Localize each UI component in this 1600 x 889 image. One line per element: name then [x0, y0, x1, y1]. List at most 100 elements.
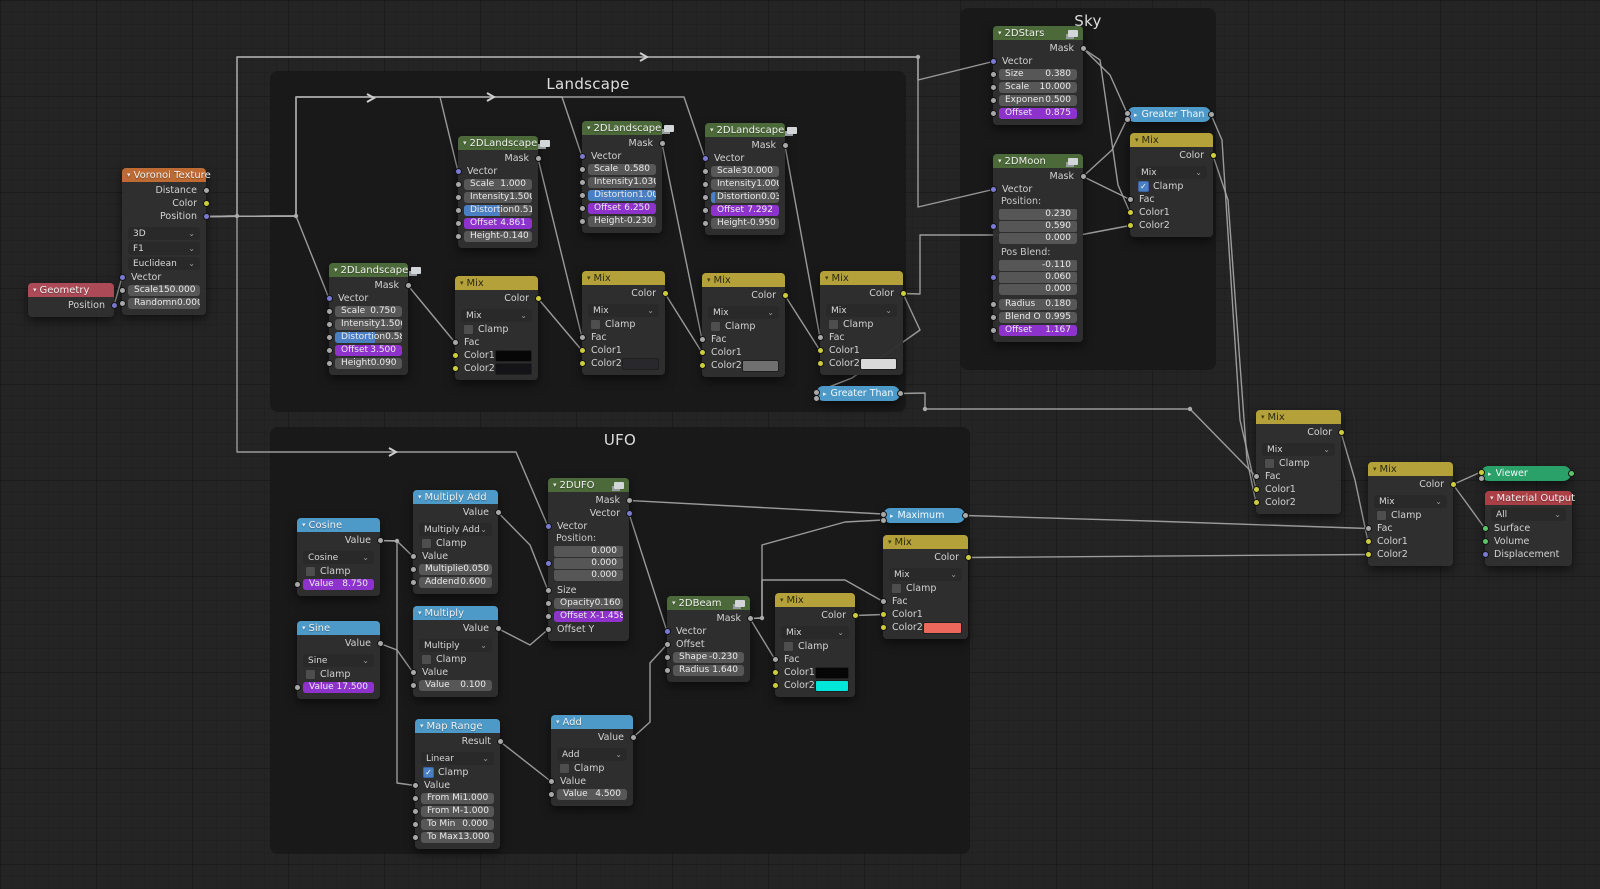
in-multiplier-socket[interactable] [409, 566, 417, 573]
collapse-arrow-icon[interactable]: ▾ [127, 171, 131, 179]
in-color1-socket[interactable] [771, 669, 779, 676]
in1-socket[interactable] [1123, 115, 1131, 123]
node-header[interactable]: ▾Map Range [415, 719, 500, 733]
clamp-checkbox[interactable] [463, 324, 474, 335]
in-vector-socket[interactable] [663, 628, 671, 635]
in-size-socket[interactable] [989, 71, 997, 78]
in-offset-socket[interactable] [325, 347, 333, 354]
node-gt2[interactable]: ▸Greater Than [1123, 107, 1215, 123]
in-value-socket[interactable] [293, 581, 301, 588]
node-header[interactable]: ▾Geometry [28, 283, 114, 297]
collapse-arrow-icon[interactable]: ▾ [1490, 494, 1494, 502]
node-header[interactable]: ▾Mix [455, 276, 538, 290]
in-randomness-socket[interactable] [118, 300, 126, 307]
operation-dropdown[interactable]: Multiply⌄ [419, 639, 492, 652]
collapse-arrow-icon[interactable]: ▾ [707, 276, 711, 284]
color-swatch[interactable] [859, 357, 897, 370]
in-color2-socket[interactable] [879, 624, 887, 631]
in-color2-socket[interactable] [1126, 222, 1134, 229]
operation-dropdown[interactable]: Sine⌄ [303, 654, 374, 667]
in-height-slider[interactable]: Height-0.140 [464, 231, 532, 242]
color-swatch[interactable] [922, 621, 962, 634]
in-pos-blend-socket[interactable] [989, 274, 997, 281]
out-mask-socket[interactable] [1079, 173, 1087, 180]
blend-mode-dropdown[interactable]: Mix⌄ [1136, 166, 1207, 179]
color-swatch[interactable] [741, 359, 779, 372]
blend-mode-dropdown[interactable]: Mix⌄ [708, 306, 779, 319]
in-fac-socket[interactable] [1252, 473, 1260, 480]
in-from-min-socket[interactable] [411, 795, 419, 802]
node-header[interactable]: ▾2DLandscape [705, 123, 798, 137]
vector-value-field[interactable]: 0.000 [554, 546, 623, 557]
in-offset-x-slider[interactable]: Offset X-1.458 [554, 611, 623, 622]
in-offset-socket[interactable] [663, 641, 671, 648]
out-mask-socket[interactable] [781, 142, 789, 149]
out-vector-socket[interactable] [625, 510, 633, 517]
in-blend-socket[interactable] [989, 314, 997, 321]
collapse-arrow-icon[interactable]: ▾ [418, 493, 422, 501]
clamp-checkbox[interactable] [421, 538, 432, 549]
vector-value-field[interactable]: 0.000 [554, 570, 623, 581]
node-gt1[interactable]: ▸Greater Than [812, 386, 904, 402]
collapse-arrow-icon[interactable]: ▾ [556, 718, 560, 726]
in-vector-socket[interactable] [701, 155, 709, 162]
in-vector-socket[interactable] [544, 523, 552, 530]
in-vector-socket[interactable] [325, 295, 333, 302]
vector-value-field[interactable]: 0.590 [999, 221, 1077, 232]
in-intensity-socket[interactable] [701, 181, 709, 188]
out-color-socket[interactable] [1337, 429, 1345, 436]
blend-mode-dropdown[interactable]: Mix⌄ [588, 304, 659, 317]
in-color2-socket[interactable] [451, 365, 459, 372]
node-header[interactable]: ▾2DLandscape [458, 136, 551, 150]
in-scale-socket[interactable] [578, 166, 586, 173]
in-offset-socket[interactable] [989, 327, 997, 334]
in-radius-socket[interactable] [663, 667, 671, 674]
node-header[interactable]: ▾Material Output [1485, 491, 1575, 505]
clamp-checkbox[interactable] [710, 321, 721, 332]
vector-value-field[interactable]: 0.230 [999, 209, 1077, 220]
in-offset-socket[interactable] [701, 207, 709, 214]
collapse-arrow-icon[interactable]: ▾ [587, 274, 591, 282]
clamp-checkbox[interactable]: ✓ [1138, 181, 1149, 192]
out-color-socket[interactable] [661, 290, 669, 297]
operation-dropdown[interactable]: Multiply Add⌄ [419, 523, 492, 536]
in-color2-socket[interactable] [771, 682, 779, 689]
node-header[interactable]: ▾Mix [1368, 462, 1453, 476]
node-header[interactable]: ▾Cosine [297, 518, 380, 532]
collapse-arrow-icon[interactable]: ▾ [672, 599, 676, 607]
in-scale-socket[interactable] [325, 308, 333, 315]
in-distortion-socket[interactable] [578, 192, 586, 199]
clamp-checkbox[interactable] [783, 641, 794, 652]
clamp-checkbox[interactable] [1376, 510, 1387, 521]
out-mask-socket[interactable] [1079, 45, 1087, 52]
color-swatch[interactable] [621, 357, 659, 370]
in-vector-socket[interactable] [118, 274, 126, 281]
in-color2-socket[interactable] [816, 360, 824, 367]
node-header[interactable]: ▾2DBeam [667, 596, 750, 610]
in-scale-socket[interactable] [701, 168, 709, 175]
in-value-socket[interactable] [409, 553, 417, 560]
in-scale-socket[interactable] [118, 287, 126, 294]
node-header[interactable]: ▾Mix [883, 535, 968, 549]
in-color1-socket[interactable] [1252, 486, 1260, 493]
